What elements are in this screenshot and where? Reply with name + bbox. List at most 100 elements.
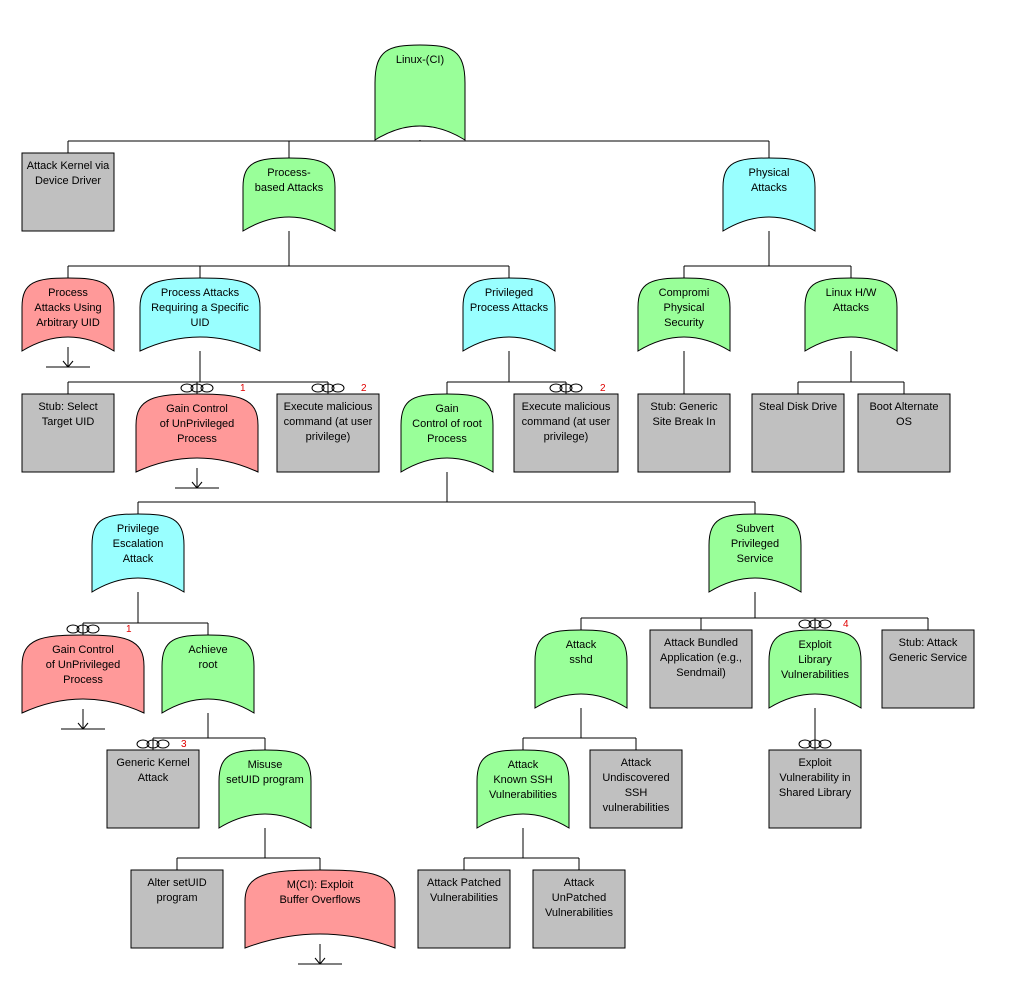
expand-arrow-left	[314, 957, 321, 965]
chain-ring	[190, 383, 204, 393]
node-label-line: Physical	[749, 167, 790, 179]
expand-marker-icon	[175, 468, 219, 489]
gate-shape	[400, 393, 494, 473]
node-label-line: Execute malicious	[284, 401, 373, 413]
node-label-line: Process	[48, 287, 88, 299]
node-label-line: Misuse	[248, 759, 283, 771]
node-label-line: Linux-(CI)	[396, 54, 444, 66]
chain-link-icon	[798, 619, 832, 629]
gate-shape	[374, 44, 466, 141]
node-label-line: of UnPrivileged	[46, 659, 121, 671]
gate-shape	[21, 634, 145, 714]
node-label-line: Process-	[267, 167, 311, 179]
node-label-line: privilege)	[306, 431, 351, 443]
node-label-line: Privileged	[485, 287, 533, 299]
node-label-line: UID	[191, 317, 210, 329]
expand-marker-icon	[298, 944, 342, 965]
node-label-line: Physical	[664, 302, 705, 314]
node-label-line: M(CI): Exploit	[287, 879, 354, 891]
chain-link-icon	[66, 624, 100, 634]
chain-ring	[798, 739, 812, 749]
node-label-line: Gain Control	[166, 403, 228, 415]
node-label-line: Arbitrary UID	[36, 317, 100, 329]
node-label-line: Requiring a Specific	[151, 302, 249, 314]
chain-ring	[76, 624, 90, 634]
gate-shape	[534, 629, 628, 709]
node-label-line: Application (e.g.,	[660, 652, 742, 664]
node-exec-malicious-1: Execute malicious command (at user privile…	[276, 383, 380, 473]
chain-ring	[156, 739, 170, 749]
node-label-line: Security	[664, 317, 704, 329]
node-label-line: vulnerabilities	[603, 802, 670, 814]
node-label-line: Gain Control	[52, 644, 114, 656]
gate-shape	[804, 277, 898, 352]
basic-event-box	[21, 393, 115, 473]
node-root: Linux-(CI)	[374, 44, 466, 141]
node-label-line: Boot Alternate	[869, 401, 938, 413]
node-label-line: program	[157, 892, 198, 904]
node-achieve-root: Achieve root	[161, 634, 255, 714]
node-label-line: Attack Bundled	[664, 637, 738, 649]
chain-link-icon	[136, 739, 170, 749]
node-label-line: Undiscovered	[602, 772, 669, 784]
node-label-line: Attacks	[833, 302, 870, 314]
node-label-line: root	[199, 659, 218, 671]
basic-event-box	[532, 869, 626, 949]
node-label-line: Attack Kernel via	[27, 160, 110, 172]
node-label-line: Attack	[508, 759, 539, 771]
node-label-line: Target UID	[42, 416, 95, 428]
node-label-line: Achieve	[188, 644, 227, 656]
node-label-line: Process Attacks	[161, 287, 240, 299]
reference-number: 1	[240, 383, 246, 394]
basic-event-box	[881, 629, 975, 709]
reference-number: 3	[181, 739, 187, 750]
chain-ring	[86, 624, 100, 634]
node-label-line: Buffer Overflows	[279, 894, 361, 906]
node-label-line: Vulnerabilities	[489, 789, 558, 801]
chain-ring	[818, 739, 832, 749]
reference-number: 1	[126, 624, 132, 635]
basic-event-box	[276, 393, 380, 473]
chain-link-icon	[180, 383, 214, 393]
node-label-line: command (at user	[284, 416, 373, 428]
chain-link-icon	[311, 383, 345, 393]
gate-shape	[242, 157, 336, 232]
node-label-line: Attack	[123, 553, 154, 565]
node-label-line: Attack	[621, 757, 652, 769]
node-label-line: command (at user	[522, 416, 611, 428]
node-label-line: Alter setUID	[147, 877, 206, 889]
node-label-line: Gain	[435, 403, 458, 415]
node-label-line: Attacks	[751, 182, 788, 194]
expand-marker-icon	[46, 347, 90, 368]
chain-ring	[146, 739, 160, 749]
basic-event-box	[649, 629, 753, 709]
node-label-line: Attacks Using	[34, 302, 101, 314]
expand-arrow-left	[62, 360, 69, 368]
node-label-line: Linux H/W	[826, 287, 877, 299]
gate-shape	[218, 749, 312, 829]
node-label-line: Vulnerabilities	[781, 669, 850, 681]
node-label-line: Stub: Select	[38, 401, 97, 413]
node-label-line: Sendmail)	[676, 667, 726, 679]
expand-arrow-right	[67, 360, 74, 368]
gate-shape	[768, 629, 862, 709]
basic-event-box	[768, 749, 862, 829]
chain-ring	[549, 383, 563, 393]
chain-ring	[136, 739, 150, 749]
node-label-line: Subvert	[736, 523, 774, 535]
node-label-line: Privileged	[731, 538, 779, 550]
